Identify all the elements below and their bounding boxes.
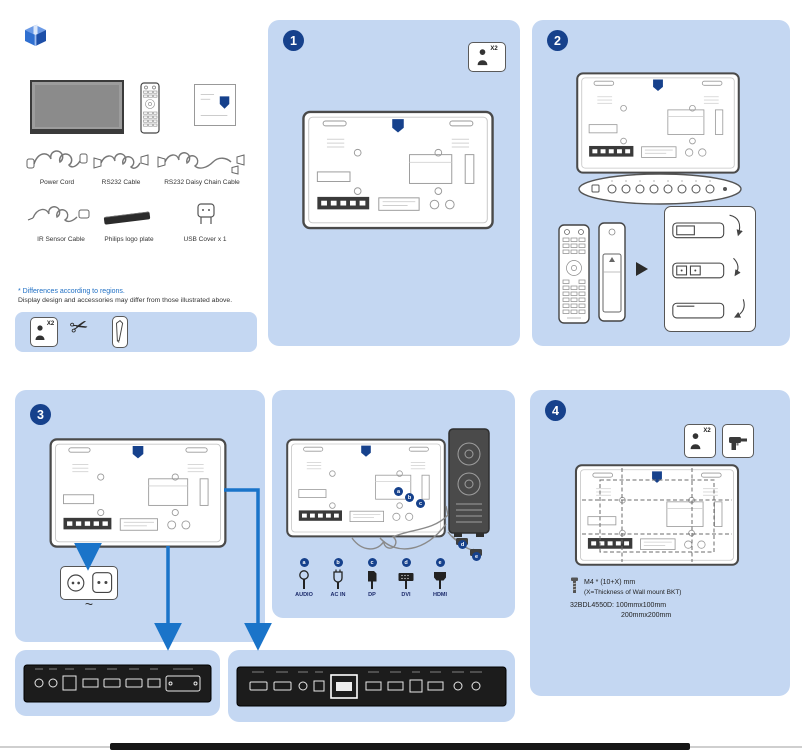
step4-badge: 4	[545, 400, 566, 421]
pen-tool-chip	[112, 316, 128, 348]
tools-person-count: X2	[46, 321, 55, 327]
tools-installers-chip: X2	[30, 317, 58, 347]
ir-sensor-cable-label: IR Sensor Cable	[37, 236, 85, 243]
display-bottom-bar	[32, 129, 122, 132]
logo-plate-card	[194, 84, 236, 126]
step4-tv-back-illustration	[574, 464, 740, 566]
callout-e: e	[472, 552, 481, 561]
dp-plug-icon	[364, 569, 380, 590]
mount-size-line2: 200mmx200mm	[621, 612, 672, 619]
philips-logo-plate-icon	[103, 211, 151, 225]
connector-hdmi: e HDMI	[424, 558, 456, 598]
source-cables-illustration	[286, 428, 515, 574]
connector-hdmi-label: HDMI	[432, 592, 448, 598]
package-box-icon	[22, 22, 49, 49]
step1-person-count: X2	[490, 46, 498, 52]
connector-acin-label: AC IN	[330, 592, 346, 598]
port-strip-left-illustration	[23, 658, 212, 708]
callout-c: c	[416, 499, 425, 508]
screw-spec: M4 * (10+X) mm	[584, 579, 636, 586]
step3-source-tv-back-illustration	[286, 438, 446, 538]
control-buttons-closeup	[576, 172, 744, 206]
audio-plug-icon	[296, 569, 312, 590]
step1-tv-back-illustration	[302, 110, 494, 230]
remote-back-illustration	[598, 222, 626, 322]
connector-dp: c DP	[356, 558, 388, 598]
remote-control-accessory	[140, 82, 160, 134]
step2-badge: 2	[547, 30, 568, 51]
connector-dp-label: DP	[368, 592, 376, 598]
callout-d: d	[458, 540, 467, 549]
region-note-plain: Display design and accessories may diffe…	[18, 297, 233, 304]
connector-dp-key: c	[367, 558, 377, 567]
next-page-edge	[110, 743, 690, 750]
callout-b: b	[405, 493, 414, 502]
step4-drill-chip	[722, 424, 754, 458]
power-cord-icon	[26, 146, 88, 178]
battery-install-steps-box	[664, 206, 756, 332]
step4-person-count: X2	[703, 428, 711, 434]
screw-note: (X=Thickness of Wall mount BKT)	[584, 589, 682, 596]
remote-front-illustration	[558, 224, 590, 324]
display-front-illustration	[30, 80, 124, 134]
connector-audio-key: a	[299, 558, 309, 567]
usb-cover-label: USB Cover x 1	[183, 236, 227, 243]
connector-dvi-key: d	[401, 558, 411, 567]
connector-acin-key: b	[333, 558, 343, 567]
step2-tv-back-illustration	[576, 72, 740, 174]
pen-icon	[116, 319, 124, 343]
philips-logo-plate-label: Philips logo plate	[104, 236, 154, 243]
callout-a: a	[394, 487, 403, 496]
connector-dvi-label: DVI	[401, 592, 411, 598]
step3-badge: 3	[30, 404, 51, 425]
step3-tv-back-illustration	[48, 438, 228, 548]
mount-size-line1: 32BDL4550D: 100mmx100mm	[570, 602, 667, 609]
rs232-daisy-chain-cable-icon	[156, 146, 246, 178]
person-icon	[476, 48, 489, 66]
connector-dvi: d DVI	[390, 558, 422, 598]
power-cord-label: Power Cord	[39, 179, 75, 186]
screw-icon	[570, 577, 579, 594]
connector-acin: b AC IN	[322, 558, 354, 598]
region-note-accent: * Differences according to regions.	[18, 288, 125, 295]
rs232-daisy-chain-cable-label: RS232 Daisy Chain Cable	[164, 179, 240, 186]
connector-hdmi-key: e	[435, 558, 445, 567]
connector-audio: a AUDIO	[288, 558, 320, 598]
ac-symbol: ~	[84, 596, 94, 612]
display-screen	[35, 85, 119, 127]
connector-legend: a AUDIO b AC IN c DP d DVI e HDMI	[288, 558, 456, 598]
step4-installers-chip: X2	[684, 424, 716, 458]
power-outlet-box	[60, 566, 118, 600]
person-icon	[34, 324, 46, 341]
ac-in-plug-icon	[330, 569, 346, 590]
person-icon	[689, 432, 702, 450]
rs232-cable-label: RS232 Cable	[101, 179, 141, 186]
drill-icon	[727, 430, 749, 452]
arrow-right-icon	[636, 262, 648, 276]
ir-sensor-cable-icon	[26, 200, 92, 232]
port-strip-right-illustration	[236, 659, 507, 713]
connector-audio-label: AUDIO	[295, 592, 313, 598]
rs232-cable-icon	[92, 148, 150, 178]
step1-installers-chip: X2	[468, 42, 506, 72]
usb-cover-icon	[196, 202, 216, 228]
hdmi-plug-icon	[432, 569, 448, 590]
dvi-plug-icon	[398, 569, 414, 590]
pc-tower-illustration	[448, 428, 490, 538]
step1-badge: 1	[283, 30, 304, 51]
